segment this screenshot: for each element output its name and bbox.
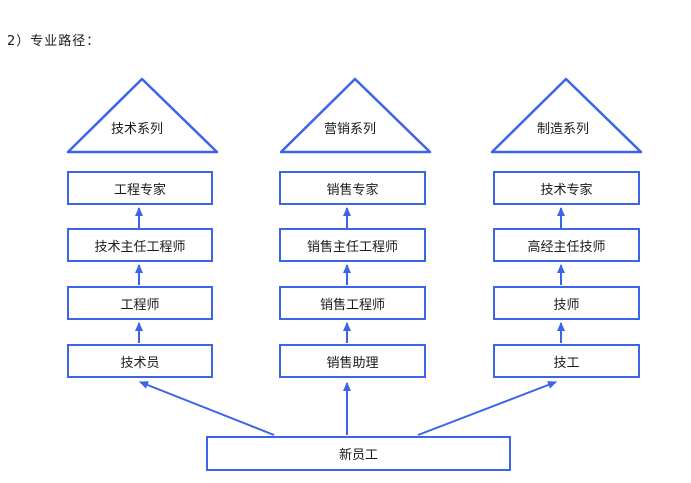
- box-technical-expert: 技术专家: [493, 171, 640, 205]
- box-skilled-worker: 技工: [493, 344, 640, 378]
- box-sales-assistant: 销售助理: [279, 344, 426, 378]
- label-marketing-series: 营销系列: [323, 122, 376, 137]
- box-sales-expert: 销售专家: [279, 171, 426, 205]
- box-skilled-technician: 技师: [493, 286, 640, 320]
- arrow-entry-to-technician: [139, 381, 275, 436]
- box-technical-chief-engineer: 技术主任工程师: [67, 228, 213, 262]
- box-engineer: 工程师: [67, 286, 213, 320]
- triangle-technical-series: [66, 77, 219, 154]
- box-new-employee: 新员工: [206, 436, 511, 471]
- label-manufacturing-series: 制造系列: [536, 122, 589, 137]
- arrow-entry-to-skilled-worker: [417, 381, 557, 436]
- box-engineering-expert: 工程专家: [67, 171, 213, 205]
- box-senior-chief-technician: 高经主任技师: [493, 228, 640, 262]
- page-title: 2）专业路径：: [7, 34, 101, 49]
- triangle-marketing-series: [279, 77, 432, 154]
- box-technician: 技术员: [67, 344, 213, 378]
- box-sales-chief-engineer: 销售主任工程师: [279, 228, 426, 262]
- box-sales-engineer: 销售工程师: [279, 286, 426, 320]
- label-technical-series: 技术系列: [110, 122, 163, 137]
- triangle-manufacturing-series: [490, 77, 643, 154]
